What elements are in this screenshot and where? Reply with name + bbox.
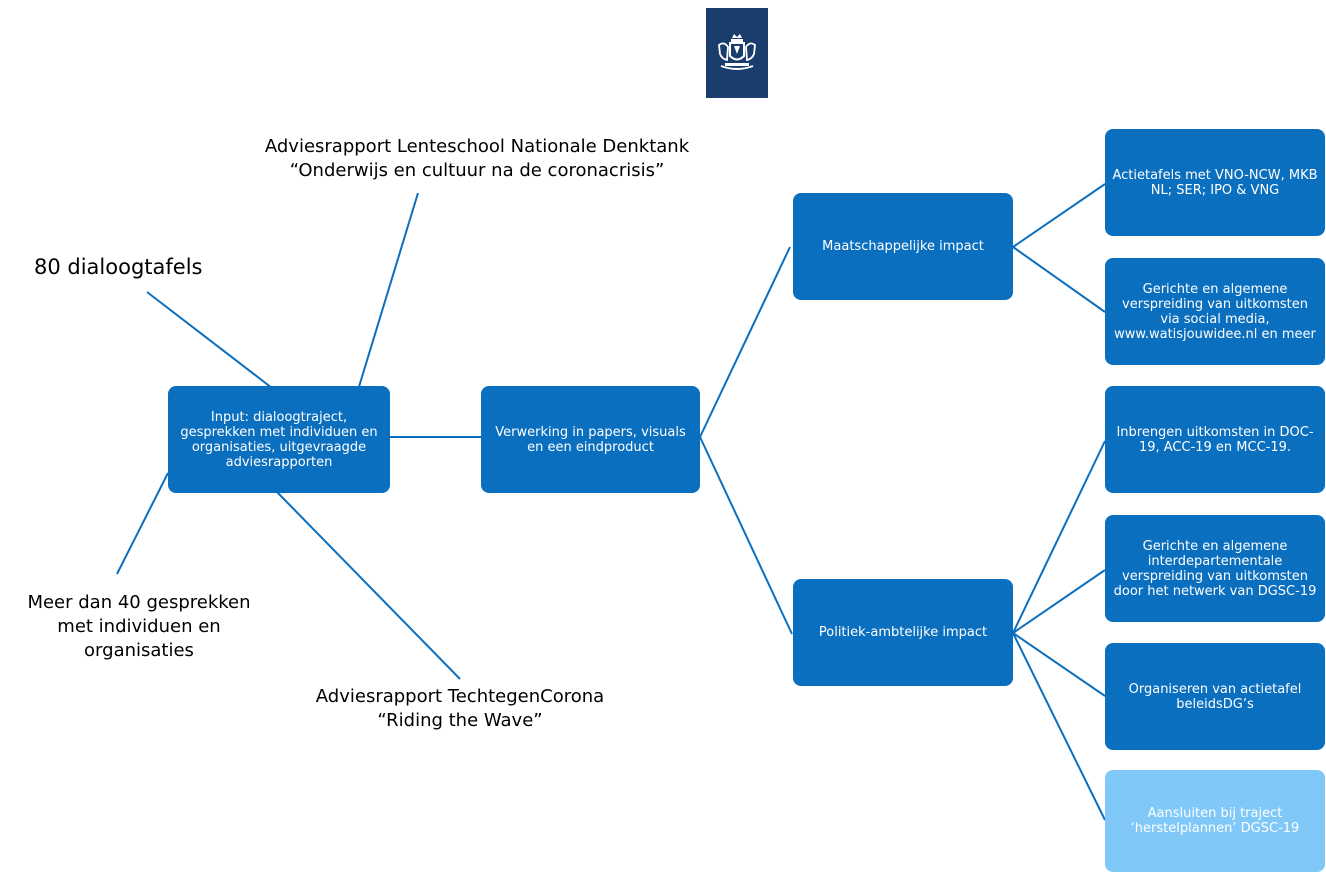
connector-line [1012, 183, 1106, 248]
connector-line [699, 246, 791, 438]
connector-line [116, 472, 169, 575]
techtegencorona-subtitle: “Riding the Wave” [377, 710, 543, 731]
verspreiding-social-media-box: Gerichte en algemene verspreiding van ui… [1105, 258, 1325, 365]
gesprekken-label: Meer dan 40 gesprekken met individuen en… [27, 592, 251, 661]
lenteschool-title: Adviesrapport Lenteschool Nationale Denk… [264, 136, 690, 157]
politiek-ambtelijke-impact-box: Politiek-ambtelijke impact [793, 579, 1013, 686]
actietafels-box: Actietafels met VNO-NCW, MKB NL; SER; IP… [1105, 129, 1325, 236]
lenteschool-report-label: Adviesrapport Lenteschool Nationale Denk… [226, 135, 728, 183]
connector-line [1012, 632, 1106, 821]
coat-of-arms-icon [718, 34, 756, 70]
maatschappelijke-impact-box: Maatschappelijke impact [793, 193, 1013, 300]
verwerking-box: Verwerking in papers, visuals en een ein… [481, 386, 700, 493]
organiseren-actietafel-box: Organiseren van actietafel beleidsDG’s [1105, 643, 1325, 750]
aansluiten-herstelplannen-box: Aansluiten bij traject ‘herstelplannen’ … [1105, 770, 1325, 872]
connector-line [1012, 440, 1106, 634]
input-box: Input: dialoogtraject, gesprekken met in… [168, 386, 390, 493]
lenteschool-subtitle: “Onderwijs en cultuur na de coronacrisis… [289, 160, 665, 181]
dialoogtafels-label: 80 dialoogtafels [34, 255, 203, 279]
connector-line [699, 436, 793, 635]
verspreiding-interdepartementaal-box: Gerichte en algemene interdepartementale… [1105, 515, 1325, 622]
connector-line [1012, 246, 1106, 313]
government-logo [706, 8, 768, 98]
techtegencorona-title: Adviesrapport TechtegenCorona [315, 686, 605, 707]
connector-line [146, 291, 273, 389]
connector-line [276, 491, 461, 680]
techtegencorona-report-label: Adviesrapport TechtegenCorona “Riding th… [274, 685, 646, 733]
connector-line [357, 192, 419, 391]
inbrengen-uitkomsten-box: Inbrengen uitkomsten in DOC-19, ACC-19 e… [1105, 386, 1325, 493]
connector-line [1012, 569, 1106, 634]
connector-line [1012, 632, 1106, 697]
